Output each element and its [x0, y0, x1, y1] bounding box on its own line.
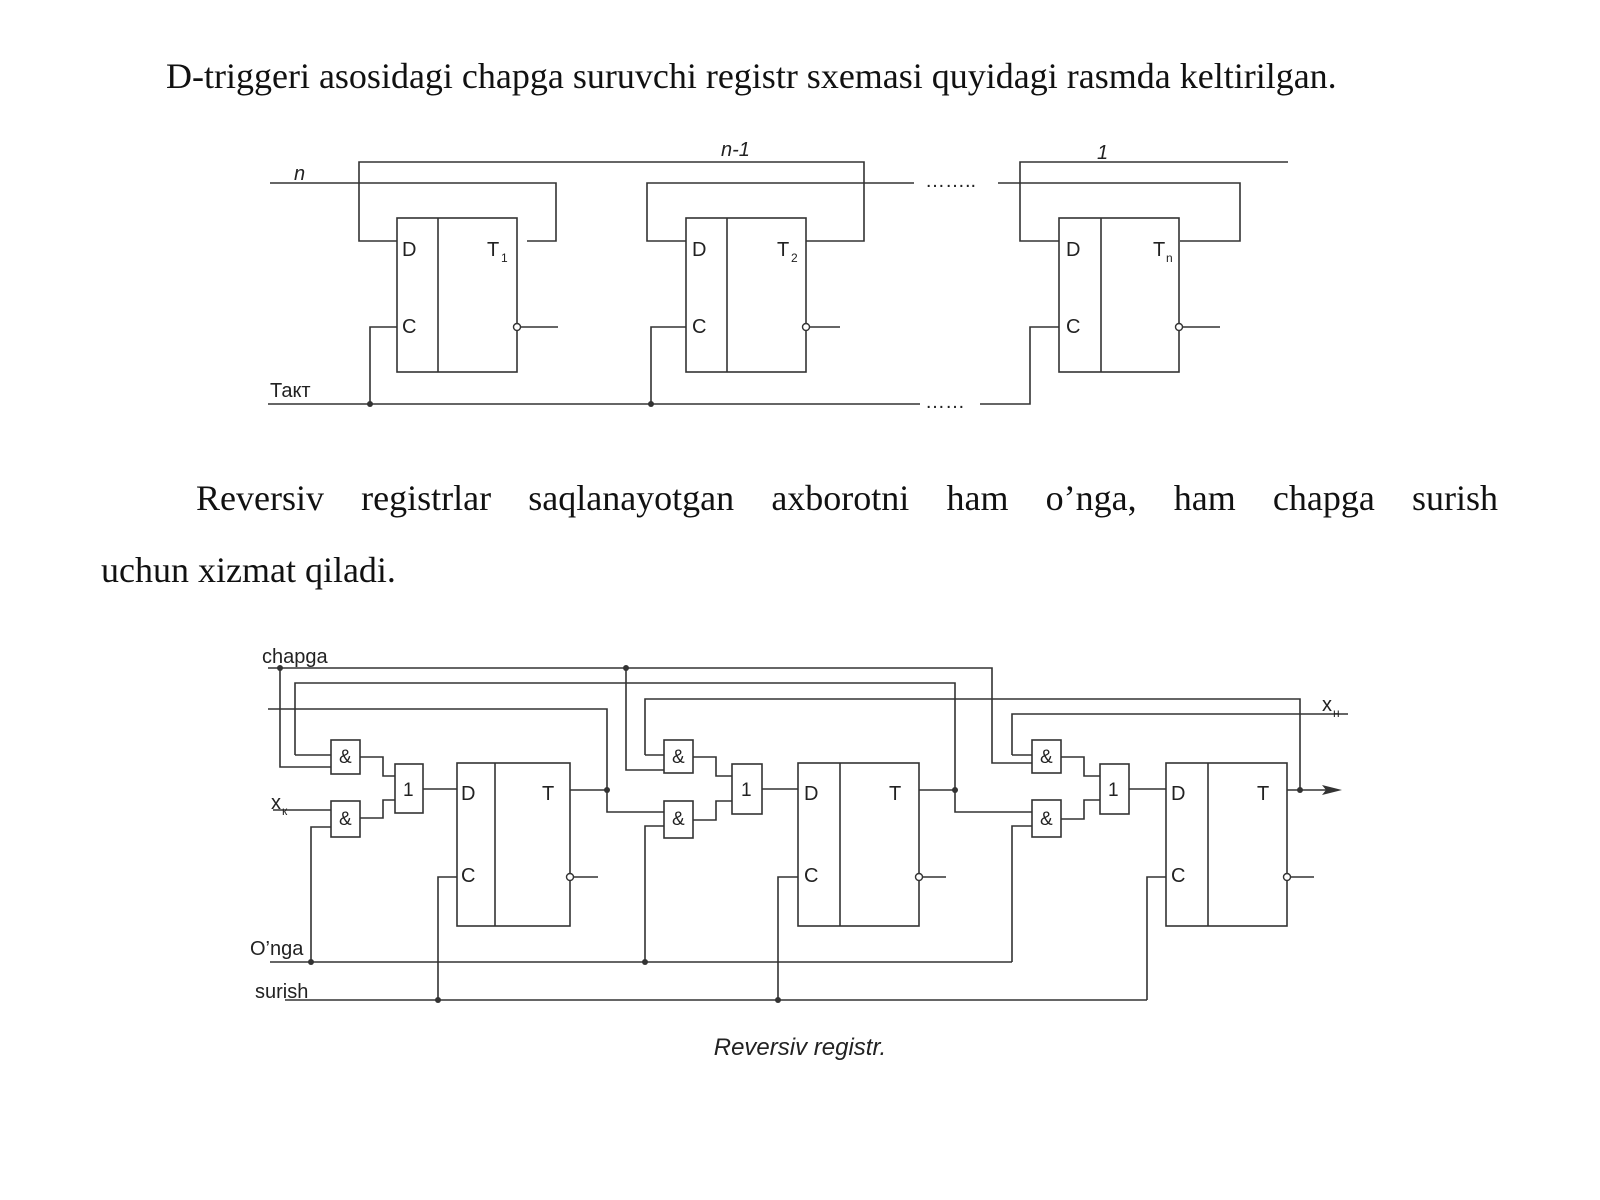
- onga-tap-2: [644, 825, 664, 962]
- junction-dot: [648, 401, 654, 407]
- and-symbol: &: [339, 809, 352, 830]
- trigger-stage-2: D C T: [797, 762, 946, 927]
- wire-stage2-top: [646, 182, 914, 242]
- pin-c-label: C: [1066, 316, 1080, 338]
- pin-c-label: C: [804, 865, 818, 887]
- and-gate: [1031, 739, 1062, 774]
- pin-c-label: C: [692, 316, 706, 338]
- trigger-t1: D C T 1: [396, 217, 558, 373]
- xn-subscript: н: [1333, 706, 1340, 720]
- surish-label: surish: [255, 981, 308, 1003]
- feedback-3: [644, 698, 1301, 790]
- pin-d-label: D: [461, 783, 475, 805]
- pin-c-label: C: [461, 865, 475, 887]
- onga-tap-3: [1011, 825, 1032, 962]
- input-n-label: n: [294, 163, 305, 185]
- xn-wire: [1011, 713, 1348, 755]
- wire-stage3-top: [998, 182, 1241, 242]
- ellipsis-top: ……..: [925, 170, 976, 192]
- intro-paragraph: D-triggeri asosidagi chapga suruvchi reg…: [166, 56, 1337, 96]
- trigger-stage-1: D C T: [456, 762, 598, 927]
- or-symbol: 1: [403, 780, 414, 801]
- label-n-minus-1: n-1: [721, 139, 750, 161]
- chapga-label: chapga: [262, 646, 328, 668]
- pin-c-label: C: [402, 316, 416, 338]
- and-symbol: &: [1040, 747, 1053, 768]
- trigger-letter: T: [1257, 783, 1269, 805]
- trigger-t2: D C T 2: [685, 217, 840, 373]
- trigger-letter: T: [777, 239, 789, 261]
- reversive-register-diagram: D C T D C T: [250, 646, 1348, 1003]
- reversive-paragraph-line2: uchun xizmat qiladi.: [101, 550, 396, 590]
- pin-d-label: D: [1066, 239, 1080, 261]
- xk-subscript: к: [282, 804, 288, 818]
- trigger-letter: T: [889, 783, 901, 805]
- pin-d-label: D: [1171, 783, 1185, 805]
- trigger-subscript: 2: [791, 251, 798, 265]
- wire-n-input: [270, 182, 557, 242]
- chapga-tap-1: [279, 668, 331, 768]
- and-gate: [330, 800, 361, 838]
- pin-d-label: D: [402, 239, 416, 261]
- trigger-tn: D C T n: [1058, 217, 1220, 373]
- and-symbol: &: [1040, 809, 1053, 830]
- xn-label: x: [1322, 694, 1332, 716]
- clock-tap-2: [650, 326, 686, 404]
- feedback-2: [294, 682, 956, 790]
- feedback-1: [268, 708, 608, 790]
- output-arrow: [1322, 785, 1342, 795]
- or-gate: [394, 763, 424, 814]
- trigger-letter: T: [1153, 239, 1165, 261]
- label-1: 1: [1097, 142, 1108, 164]
- and-gate: [663, 739, 694, 774]
- and-symbol: &: [672, 747, 685, 768]
- chapga-wire: [268, 667, 1032, 764]
- ellipsis-bottom: ……: [925, 391, 965, 413]
- pin-c-label: C: [1171, 865, 1185, 887]
- figure-caption: Reversiv registr.: [713, 1034, 887, 1061]
- left-shift-register-diagram: D C T 1 D C T 2 D C T n: [268, 139, 1288, 413]
- trigger-subscript: n: [1166, 251, 1173, 265]
- pin-d-label: D: [804, 783, 818, 805]
- onga-tap-1: [310, 826, 331, 962]
- or-symbol: 1: [1108, 780, 1119, 801]
- or-gate: [731, 763, 763, 815]
- chapga-tap-2: [625, 668, 664, 771]
- trigger-subscript: 1: [501, 251, 508, 265]
- junction-dot: [367, 401, 373, 407]
- onga-label: O’nga: [250, 938, 304, 960]
- wire-1-bus: [1019, 161, 1288, 242]
- xk-label: x: [271, 792, 281, 814]
- trigger-letter: T: [487, 239, 499, 261]
- and-symbol: &: [339, 747, 352, 768]
- reversive-paragraph-line1: Reversiv registrlar saqlanayotgan axboro…: [196, 478, 1498, 518]
- clock-wire-end: [980, 326, 1059, 405]
- clock-label: Такт: [270, 380, 311, 402]
- trigger-letter: T: [542, 783, 554, 805]
- or-symbol: 1: [741, 780, 752, 801]
- and-symbol: &: [672, 809, 685, 830]
- pin-d-label: D: [692, 239, 706, 261]
- clock-tap-1: [369, 326, 397, 404]
- trigger-stage-3: D C T: [1165, 762, 1314, 927]
